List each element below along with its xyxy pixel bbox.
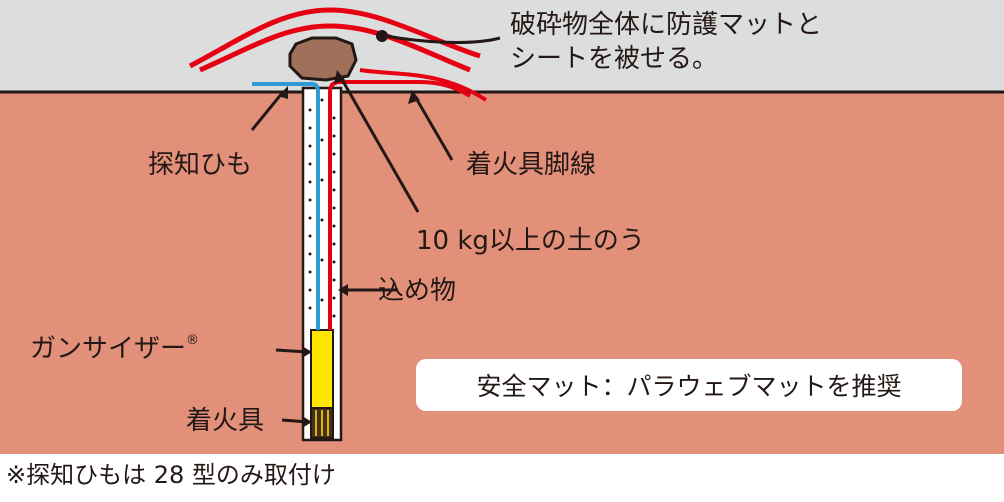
label-gunsizer: ガンサイザー® xyxy=(30,333,200,364)
arrowhead-lead-wire xyxy=(408,90,420,104)
leader-protect-mat xyxy=(385,34,501,44)
sky-area xyxy=(0,0,1004,92)
label-stemming: 込め物 xyxy=(378,276,457,306)
lead-wire xyxy=(328,80,472,330)
protection-mat-outer xyxy=(188,7,481,69)
label-soil: 10 kg以上の土のう xyxy=(416,226,645,256)
arrowhead-detect-string xyxy=(278,86,288,99)
label-protect-mat-line1: 破砕物全体に防護マットと xyxy=(510,10,823,40)
arrowhead-soil xyxy=(334,70,345,84)
label-gunsizer-text: ガンサイザー xyxy=(30,334,187,364)
arrowhead-protect-mat xyxy=(376,30,388,42)
leader-lines xyxy=(250,34,501,424)
arrowhead-gunsizer xyxy=(302,346,312,358)
footnote: ※探知ひもは 28 型のみ取付け xyxy=(6,461,336,489)
notice-box: 安全マット：パラウェブマットを推奨 xyxy=(416,359,962,411)
detect-string-wire xyxy=(252,82,320,330)
label-igniter: 着火具 xyxy=(186,406,265,436)
label-detect-string: 探知ひも xyxy=(148,150,253,180)
arrowhead-igniter xyxy=(302,416,312,428)
leader-lead-wire xyxy=(414,97,454,161)
notice-text: 安全マット：パラウェブマットを推奨 xyxy=(476,372,902,401)
leader-soil xyxy=(338,75,420,213)
registered-mark: ® xyxy=(186,333,200,348)
arrowhead-stemming xyxy=(338,284,348,296)
sandbag xyxy=(288,36,358,82)
gunsizer-cartridge xyxy=(310,329,334,409)
arrow-heads xyxy=(278,30,420,428)
label-lead-wire: 着火具脚線 xyxy=(466,150,597,180)
protection-sheet xyxy=(359,68,488,102)
stemming-dots xyxy=(308,98,336,318)
leader-detect-string xyxy=(250,91,285,131)
protection-mat-inner xyxy=(198,23,471,73)
label-protect-mat-line2: シートを被せる。 xyxy=(510,44,719,74)
